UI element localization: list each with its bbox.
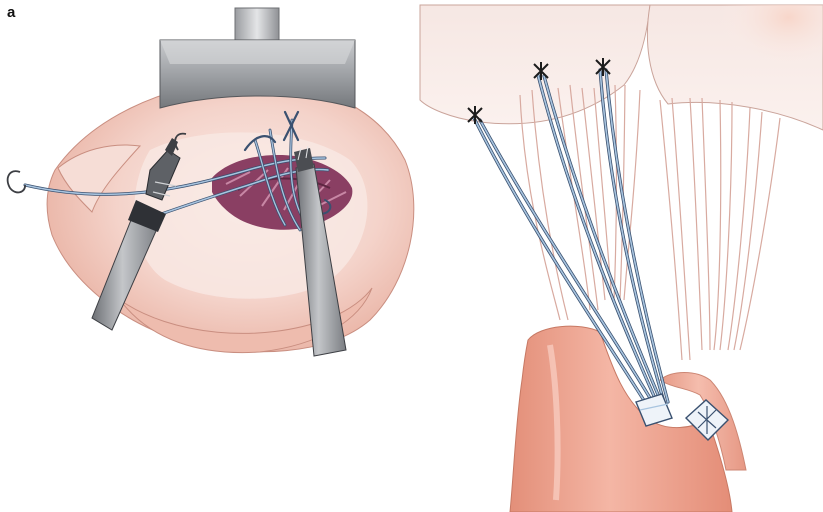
suture-knot-icon [595, 58, 611, 76]
pledget-icon [684, 399, 730, 441]
panel-a-label: a [7, 4, 16, 21]
panel-a-illustration [6, 7, 415, 357]
right-forceps [294, 145, 347, 357]
papillary-muscle-right [659, 372, 747, 471]
artificial-neochordae [472, 68, 670, 412]
suture-knot-icon [533, 62, 549, 80]
left-needle-driver [91, 138, 181, 331]
pledget-icon [635, 393, 673, 427]
suture-knot-icon [467, 106, 483, 124]
incision-flap [57, 144, 142, 213]
atrial-rim [119, 287, 373, 354]
native-chordae-right [659, 97, 781, 361]
curved-needle-icon [6, 170, 26, 194]
curved-needle-icon [174, 132, 187, 151]
atrial-retractor [159, 7, 356, 109]
panel-b-illustration [419, 4, 823, 512]
